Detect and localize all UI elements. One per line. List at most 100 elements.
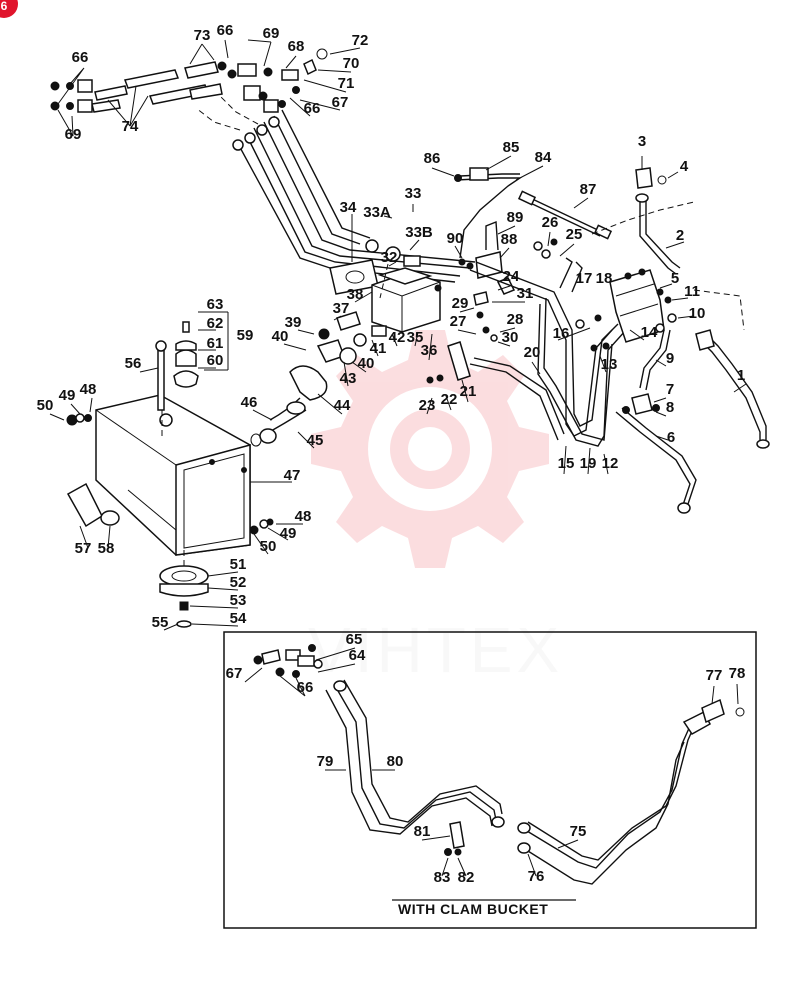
callout-46: 46 (241, 394, 258, 411)
callout-2: 2 (676, 227, 684, 244)
callout-74: 74 (122, 118, 139, 135)
callout-26: 26 (542, 214, 559, 231)
callout-62: 62 (207, 315, 224, 332)
pressure-hoses-main (232, 109, 476, 283)
clam-bucket-inset: WITH CLAM BUCKET (223, 631, 757, 929)
callout-50: 50 (260, 538, 277, 555)
callout-55: 55 (152, 614, 169, 631)
callout-48: 48 (80, 381, 97, 398)
hydraulic-reservoir (66, 321, 274, 628)
callout-6: 6 (667, 429, 675, 446)
callout-83: 83 (434, 869, 451, 886)
callout-17: 17 (576, 270, 593, 287)
leader-lines (49, 39, 747, 877)
callout-1: 1 (737, 367, 745, 384)
page-badge-label: 6 (1, 0, 8, 13)
callout-18: 18 (596, 270, 613, 287)
callout-33A: 33A (363, 204, 391, 221)
callout-32: 32 (381, 249, 398, 266)
alignment-lines (161, 95, 745, 566)
callout-36: 36 (421, 342, 438, 359)
callout-41: 41 (370, 340, 387, 357)
callout-77: 77 (706, 667, 723, 684)
inset-caption: WITH CLAM BUCKET (398, 901, 548, 917)
page-badge[interactable]: 6 (0, 0, 18, 18)
callout-39: 39 (285, 314, 302, 331)
callout-59: 59 (237, 327, 254, 344)
suction-hose (250, 365, 328, 447)
callout-21: 21 (460, 383, 477, 400)
callout-88: 88 (501, 231, 518, 248)
center-fittings (426, 167, 613, 384)
callout-75: 75 (570, 823, 587, 840)
callout-16: 16 (553, 325, 570, 342)
callout-10: 10 (689, 305, 706, 322)
callout-22: 22 (441, 391, 458, 408)
callout-51: 51 (230, 556, 247, 573)
callout-12: 12 (602, 455, 619, 472)
callout-66: 66 (72, 49, 89, 66)
callout-69: 69 (65, 126, 82, 143)
callout-8: 8 (666, 399, 674, 416)
callout-70: 70 (343, 55, 360, 72)
callout-3: 3 (638, 133, 646, 150)
callout-13: 13 (601, 356, 618, 373)
callout-57: 57 (75, 540, 92, 557)
watermark-gear-icon (311, 330, 549, 568)
callout-58: 58 (98, 540, 115, 557)
callout-37: 37 (333, 300, 350, 317)
inset-frame (223, 631, 757, 929)
control-valve (575, 268, 677, 352)
callout-65: 65 (346, 631, 363, 648)
callout-79: 79 (317, 753, 334, 770)
callout-23: 23 (419, 397, 436, 414)
callout-66: 66 (304, 100, 321, 117)
callout-87: 87 (580, 181, 597, 198)
callout-82: 82 (458, 869, 475, 886)
callout-68: 68 (288, 38, 305, 55)
callout-81: 81 (414, 823, 431, 840)
callout-72: 72 (352, 32, 369, 49)
watermark-text: VIHTEX (308, 614, 563, 686)
callout-61: 61 (207, 335, 224, 352)
callout-80: 80 (387, 753, 404, 770)
callout-85: 85 (503, 139, 520, 156)
hose-assemblies-upper-left (50, 48, 328, 113)
callout-84: 84 (535, 149, 552, 166)
callout-30: 30 (502, 329, 519, 346)
callout-76: 76 (528, 868, 545, 885)
right-side-lines (615, 167, 770, 514)
callout-31: 31 (517, 285, 534, 302)
callout-42: 42 (389, 329, 406, 346)
callout-38: 38 (347, 286, 364, 303)
callout-40: 40 (358, 355, 375, 372)
callout-9: 9 (666, 350, 674, 367)
callout-69: 69 (263, 25, 280, 42)
callout-49: 49 (59, 387, 76, 404)
callout-40: 40 (272, 328, 289, 345)
callout-71: 71 (338, 75, 355, 92)
callout-11: 11 (684, 283, 700, 300)
callout-50: 50 (37, 397, 54, 414)
callout-90: 90 (447, 230, 464, 247)
callout-52: 52 (230, 574, 247, 591)
callout-4: 4 (680, 158, 689, 175)
callout-66: 66 (297, 679, 314, 696)
control-valve-tubes (469, 257, 627, 447)
callout-28: 28 (507, 311, 524, 328)
callout-20: 20 (524, 344, 541, 361)
callout-54: 54 (230, 610, 247, 627)
callout-60: 60 (207, 352, 224, 369)
callout-67: 67 (332, 94, 349, 111)
watermark-logo: VIHTEX (308, 330, 563, 686)
callout-56: 56 (125, 355, 142, 372)
callout-44: 44 (334, 397, 351, 414)
callout-35: 35 (407, 329, 424, 346)
callout-45: 45 (307, 432, 324, 449)
hydraulic-pump (316, 239, 442, 365)
callout-66: 66 (217, 22, 234, 39)
callout-33: 33 (405, 185, 422, 202)
callout-19: 19 (580, 455, 597, 472)
